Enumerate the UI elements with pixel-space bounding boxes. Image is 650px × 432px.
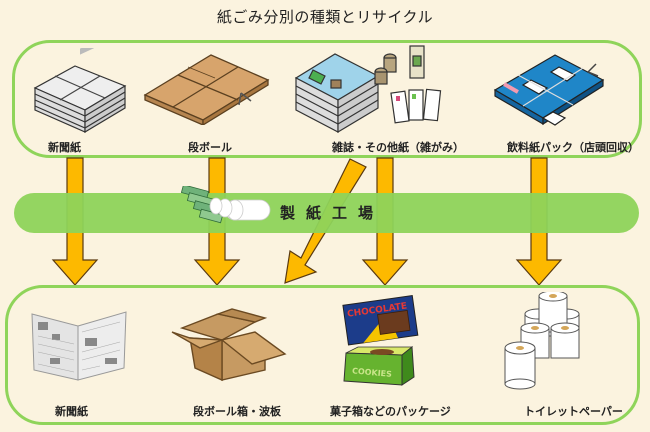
cardboard-box-icon [170,308,290,388]
source-label-newspaper: 新聞紙 [48,141,81,154]
cardboard-bundle-icon [143,45,273,125]
product-label-snack-box: 菓子箱などのパッケージ [330,405,451,418]
source-label-magazine: 雑誌・その他紙（雑がみ） [332,141,464,154]
source-label-milk-carton: 飲料紙パック（店頭回収） [507,141,639,154]
diagram-title: 紙ごみ分別の種類とリサイクル [216,8,434,26]
paper-mill-band [14,193,639,233]
source-panel [12,40,642,158]
source-label-cardboard: 段ボール [188,141,232,154]
product-panel [5,285,640,425]
milk-carton-bundle-icon [493,50,613,135]
product-label-cardboard-box: 段ボール箱・波板 [193,405,281,418]
snack-box-icon: CHOCOLATE COOKIES [340,293,420,398]
product-label-newspaper: 新聞紙 [55,405,88,418]
cookies-box-text: COOKIES [352,366,393,378]
open-newspaper-icon [30,308,130,383]
paper-mill-label: 製紙工場 [280,204,385,222]
paper-roll-machine-icon [180,186,275,231]
product-label-toilet-paper: トイレットペーパー [524,405,623,418]
toilet-paper-icon [497,292,592,397]
newspaper-bundle-icon [30,48,130,133]
magazine-bundle-icon [293,40,443,135]
